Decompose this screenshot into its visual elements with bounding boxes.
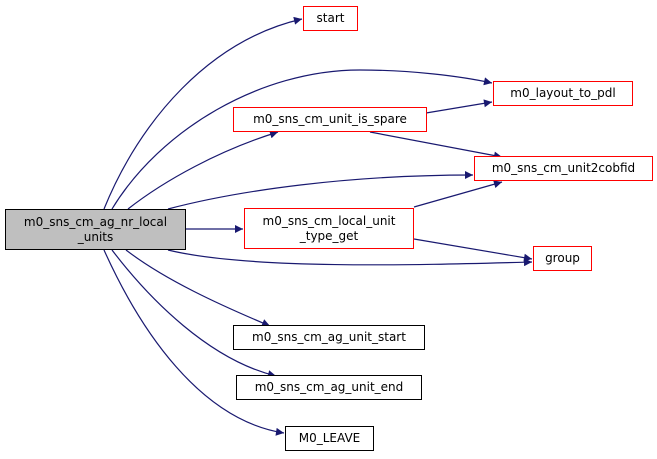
node-m0-sns-cm-unit-is-spare[interactable]: m0_sns_cm_unit_is_spare — [233, 107, 427, 132]
edge-unit_is_spare-to-unit2cobfid — [369, 131, 503, 160]
edge-unit_is_spare-to-layout_to_pdl — [425, 99, 493, 114]
node-m0-sns-cm-local-unit-type-get[interactable]: m0_sns_cm_local_unit_type_get — [244, 208, 414, 249]
node-m0-sns-cm-ag-unit-end[interactable]: m0_sns_cm_ag_unit_end — [236, 375, 422, 400]
edge-root-to-start — [103, 16, 303, 210]
node-label-line: _type_get — [299, 228, 359, 243]
edge-root-to-ag_unit_end — [111, 249, 277, 378]
node-m0-sns-cm-unit2cobfid[interactable]: m0_sns_cm_unit2cobfid — [474, 156, 653, 181]
node-label: group — [545, 251, 580, 265]
edge-root-to-group — [167, 249, 533, 267]
node-m0-sns-cm-ag-unit-start[interactable]: m0_sns_cm_ag_unit_start — [233, 325, 425, 350]
node-m0-layout-to-pdl[interactable]: m0_layout_to_pdl — [493, 81, 633, 106]
edge-root-to-unit_is_spare — [127, 130, 279, 210]
node-m0-leave[interactable]: M0_LEAVE — [285, 426, 374, 451]
node-label: M0_LEAVE — [298, 431, 361, 445]
node-label-line: m0_sns_cm_ag_nr_local — [23, 214, 168, 229]
node-label: m0_sns_cm_unit_is_spare — [253, 112, 407, 126]
node-group[interactable]: group — [533, 246, 592, 271]
node-start[interactable]: start — [303, 6, 358, 31]
node-label: m0_layout_to_pdl — [510, 86, 616, 100]
edge-root-to-leave — [103, 249, 285, 436]
node-label: m0_sns_cm_ag_unit_end — [254, 380, 404, 394]
node-label: m0_sns_cm_ag_unit_start — [252, 330, 406, 344]
edge-root-to-ag_unit_start — [125, 249, 271, 327]
edge-local_unit_type_get-to-unit2cobfid — [413, 180, 503, 208]
edge-local_unit_type_get-to-group — [413, 238, 533, 262]
node-label: m0_sns_cm_unit2cobfid — [491, 161, 636, 175]
node-m0-sns-cm-ag-nr-local-units: m0_sns_cm_ag_nr_local_units — [5, 209, 186, 250]
edge-root-to-layout_to_pdl — [111, 69, 493, 210]
node-label-line: _units — [77, 229, 114, 244]
edge-root-to-unit2cobfid — [167, 171, 474, 210]
node-label-line: m0_sns_cm_local_unit — [262, 213, 396, 228]
node-label: start — [316, 11, 345, 25]
